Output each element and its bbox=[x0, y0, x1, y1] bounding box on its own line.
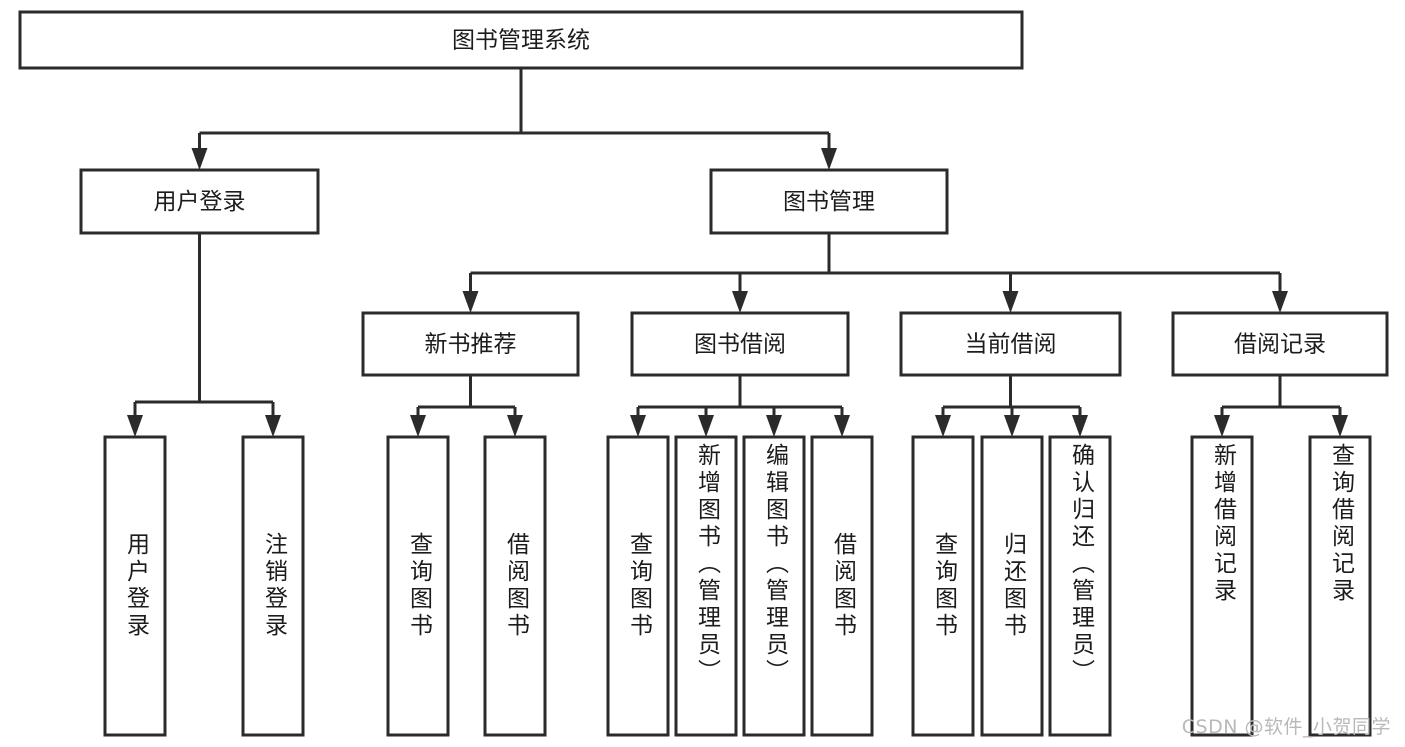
arrow-head-icon bbox=[766, 415, 782, 437]
node-leaf-query-book-rec[interactable] bbox=[386, 435, 450, 737]
node-box bbox=[361, 311, 580, 377]
node-box bbox=[79, 168, 320, 235]
arrow-head-icon bbox=[698, 415, 714, 437]
node-box bbox=[630, 311, 850, 377]
node-box bbox=[18, 10, 1024, 70]
node-leaf-add-record[interactable] bbox=[1190, 435, 1254, 737]
node-box bbox=[606, 435, 670, 737]
node-book-manage[interactable]: 图书管理 bbox=[709, 168, 949, 235]
node-box bbox=[103, 435, 167, 737]
node-leaf-edit-book[interactable] bbox=[742, 435, 806, 737]
node-book-borrow[interactable]: 图书借阅 bbox=[630, 311, 850, 377]
node-box bbox=[810, 435, 874, 737]
node-box bbox=[1308, 435, 1372, 737]
arrow-head-icon bbox=[935, 415, 951, 437]
arrow-head-icon bbox=[1072, 415, 1088, 437]
node-leaf-query-book-borrow[interactable] bbox=[606, 435, 670, 737]
node-leaf-query-book-cur[interactable] bbox=[911, 435, 975, 737]
arrow-head-icon bbox=[1214, 415, 1230, 437]
node-box bbox=[1171, 311, 1389, 377]
arrow-head-icon bbox=[732, 291, 748, 313]
node-box bbox=[742, 435, 806, 737]
node-label: 图书管理系统 bbox=[452, 28, 590, 54]
arrow-head-icon bbox=[1272, 291, 1288, 313]
arrow-head-icon bbox=[127, 415, 143, 437]
node-box bbox=[483, 435, 547, 737]
node-box bbox=[1048, 435, 1112, 737]
arrow-head-icon bbox=[462, 291, 479, 313]
arrow-head-icon bbox=[834, 415, 850, 437]
node-box bbox=[1190, 435, 1254, 737]
node-label: 借阅记录 bbox=[1234, 332, 1326, 358]
arrow-head-icon bbox=[821, 148, 837, 170]
node-label: 用户登录 bbox=[154, 189, 246, 215]
node-leaf-borrow-book[interactable] bbox=[810, 435, 874, 737]
arrow-head-icon bbox=[265, 415, 281, 437]
node-user-login[interactable]: 用户登录 bbox=[79, 168, 320, 235]
node-label: 图书借阅 bbox=[694, 332, 786, 358]
node-leaf-logout[interactable] bbox=[241, 435, 305, 737]
node-new-book-rec[interactable]: 新书推荐 bbox=[361, 311, 580, 377]
arrow-head-icon bbox=[507, 415, 523, 437]
node-box bbox=[674, 435, 738, 737]
arrow-head-icon bbox=[191, 148, 208, 170]
arrow-head-icon bbox=[1332, 415, 1348, 437]
node-box bbox=[899, 311, 1122, 377]
node-label: 图书管理 bbox=[783, 189, 875, 215]
node-root[interactable]: 图书管理系统 bbox=[18, 10, 1024, 70]
node-box bbox=[709, 168, 949, 235]
node-box bbox=[386, 435, 450, 737]
node-label: 新书推荐 bbox=[425, 332, 517, 358]
node-borrow-record[interactable]: 借阅记录 bbox=[1171, 311, 1389, 377]
node-leaf-confirm-return[interactable] bbox=[1048, 435, 1112, 737]
arrow-head-icon bbox=[1004, 415, 1020, 437]
node-leaf-return-book[interactable] bbox=[980, 435, 1044, 737]
node-leaf-query-record[interactable] bbox=[1308, 435, 1372, 737]
node-leaf-add-book[interactable] bbox=[674, 435, 738, 737]
node-box bbox=[911, 435, 975, 737]
node-label: 当前借阅 bbox=[965, 332, 1057, 358]
node-box bbox=[980, 435, 1044, 737]
node-leaf-user-login[interactable] bbox=[103, 435, 167, 737]
arrow-head-icon bbox=[1002, 291, 1019, 313]
node-leaf-borrow-book-rec[interactable] bbox=[483, 435, 547, 737]
arrow-head-icon bbox=[630, 415, 646, 437]
watermark: CSDN @软件_小贺同学 bbox=[1181, 716, 1391, 738]
node-box bbox=[241, 435, 305, 737]
arrow-head-icon bbox=[410, 415, 426, 437]
node-current-borrow[interactable]: 当前借阅 bbox=[899, 311, 1122, 377]
connector-layer bbox=[127, 68, 1348, 437]
